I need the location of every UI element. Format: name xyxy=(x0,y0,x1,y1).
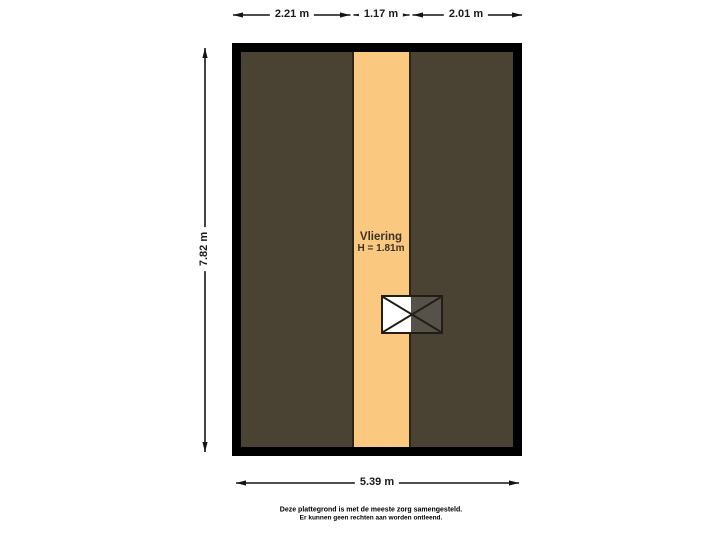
hatch-cross-icon xyxy=(383,297,441,332)
dim-label-top-2: 1.17 m xyxy=(358,7,404,23)
room-name: Vliering xyxy=(359,231,403,243)
arrow-left-icon xyxy=(236,480,246,486)
dim-label-left: 7.82 m xyxy=(197,226,213,272)
floorplan-outline xyxy=(232,43,522,456)
floorplan-interior xyxy=(241,52,513,447)
room-height: H = 1.81m xyxy=(357,243,405,254)
arrow-left-icon xyxy=(413,12,423,18)
arrow-right-icon xyxy=(512,12,522,18)
arrow-right-icon xyxy=(509,480,519,486)
low-headroom-area-left xyxy=(241,52,352,447)
disclaimer-line-2: Er kunnen geen rechten aan worden ontlee… xyxy=(299,514,443,522)
arrow-right-icon xyxy=(340,12,350,18)
disclaimer-line-1: Deze plattegrond is met de meeste zorg s… xyxy=(279,506,463,514)
dim-label-top-1: 2.21 m xyxy=(269,7,315,23)
room-label: Vliering H = 1.81m xyxy=(357,231,405,254)
arrow-up-icon xyxy=(202,48,208,58)
dim-label-bottom: 5.39 m xyxy=(354,475,400,491)
arrow-left-icon xyxy=(233,12,243,18)
arrow-down-icon xyxy=(202,442,208,452)
dim-label-top-3: 2.01 m xyxy=(443,7,489,23)
stair-hatch xyxy=(381,295,443,334)
disclaimer: Deze plattegrond is met de meeste zorg s… xyxy=(280,507,462,522)
low-headroom-area-right xyxy=(411,52,513,447)
floor-strip xyxy=(352,52,411,447)
